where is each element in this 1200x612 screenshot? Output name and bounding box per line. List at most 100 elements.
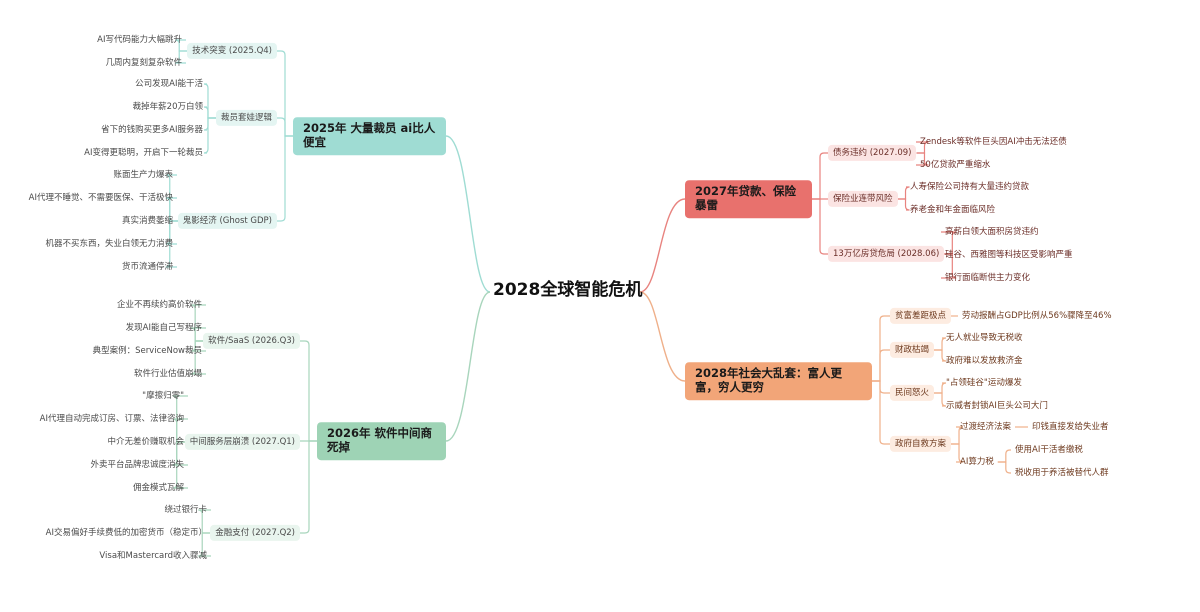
leaf-topic[interactable]: 劳动报酬占GDP比例从56%骤降至46% bbox=[962, 310, 1112, 321]
bracket-connector bbox=[934, 392, 947, 407]
leaf-topic[interactable]: 佣金模式瓦解 bbox=[132, 482, 184, 493]
bracket-connector bbox=[812, 152, 828, 200]
leaf-topic[interactable]: AI写代码能力大幅跳升 bbox=[97, 34, 182, 45]
bracket-connector bbox=[191, 304, 206, 342]
bracket-connector bbox=[951, 443, 964, 463]
bracket-connector bbox=[198, 509, 211, 534]
bracket-connector bbox=[203, 106, 216, 119]
bracket-connector bbox=[277, 117, 293, 137]
sub-topic[interactable]: 债务违约 (2027.09) bbox=[828, 144, 917, 162]
main-connector bbox=[639, 291, 686, 382]
leaf-topic[interactable]: Zendesk等软件巨头因AI冲击无法还债 bbox=[920, 136, 1067, 147]
bracket-connector bbox=[165, 197, 178, 222]
leaf-topic[interactable]: AI算力税 bbox=[960, 456, 994, 467]
leaf-topic[interactable]: 机器不买东西，失业白领无力消费 bbox=[45, 238, 173, 249]
bracket-connector bbox=[934, 382, 947, 394]
leaf-topic[interactable]: 使用AI干活者缴税 bbox=[1015, 444, 1083, 455]
bracket-connector bbox=[172, 418, 188, 443]
leaf-topic[interactable]: "占领硅谷"运动爆发 bbox=[946, 377, 1022, 388]
leaf-topic[interactable]: AI变得更聪明，开启下一轮裁员 bbox=[84, 147, 203, 158]
bracket-connector bbox=[941, 253, 957, 279]
bracket-connector bbox=[198, 532, 211, 557]
leaf-topic[interactable]: 示威者封锁AI巨头公司大门 bbox=[946, 400, 1048, 411]
bracket-connector bbox=[872, 380, 890, 445]
leaf-topic[interactable]: 真实消费萎缩 bbox=[121, 215, 173, 226]
bracket-connector bbox=[172, 441, 188, 489]
central-topic[interactable]: 2028全球智能危机 bbox=[493, 279, 643, 300]
bracket-connector bbox=[916, 141, 929, 154]
leaf-topic[interactable]: 无人就业导致无税收 bbox=[946, 332, 1023, 343]
branch-node[interactable]: 2028年社会大乱套：富人更富，穷人更穷 bbox=[685, 362, 872, 400]
sub-topic[interactable]: 民间怒火 bbox=[890, 384, 935, 402]
bracket-connector bbox=[941, 231, 957, 255]
bracket-connector bbox=[934, 349, 947, 362]
bracket-connector bbox=[203, 117, 216, 131]
leaf-topic[interactable]: 企业不再续约高价软件 bbox=[116, 299, 202, 310]
bracket-connector bbox=[997, 449, 1011, 463]
sub-topic[interactable]: 技术突变 (2025.Q4) bbox=[187, 42, 277, 60]
leaf-topic[interactable]: 几周内复刻复杂软件 bbox=[105, 57, 182, 68]
sub-topic[interactable]: 裁员套娃逻辑 bbox=[215, 109, 277, 127]
bracket-connector bbox=[203, 117, 216, 154]
sub-topic[interactable]: 保险业连带风险 bbox=[828, 190, 898, 208]
bracket-connector bbox=[175, 39, 188, 52]
main-connector bbox=[445, 135, 491, 293]
bracket-connector bbox=[277, 135, 293, 222]
bracket-connector bbox=[897, 186, 910, 200]
leaf-topic[interactable]: 银行面临断供主力变化 bbox=[945, 272, 1031, 283]
bracket-connector bbox=[934, 337, 947, 351]
branch-node[interactable]: 2027年贷款、保险暴雷 bbox=[685, 180, 812, 218]
sub-topic[interactable]: 贫富差距极点 bbox=[890, 307, 952, 325]
bracket-connector bbox=[872, 315, 890, 382]
sub-topic[interactable]: 金融支付 (2027.Q2) bbox=[210, 524, 300, 542]
leaf-topic[interactable]: 过渡经济法案 bbox=[960, 421, 1012, 432]
bracket-connector bbox=[172, 395, 188, 443]
leaf-topic[interactable]: 省下的钱购买更多AI服务器 bbox=[101, 124, 203, 135]
leaf-topic[interactable]: 50亿贷款严重缩水 bbox=[920, 159, 991, 170]
main-connector bbox=[445, 291, 491, 442]
leaf-topic[interactable]: AI交易偏好手续费低的加密货币（稳定币） bbox=[45, 527, 207, 538]
leaf-topic[interactable]: 印钱直接发给失业者 bbox=[1032, 421, 1109, 432]
leaf-topic[interactable]: 高薪白领大面积房贷违约 bbox=[945, 226, 1039, 237]
sub-topic[interactable]: 中间服务层崩溃 (2027.Q1) bbox=[184, 433, 300, 451]
branch-node[interactable]: 2026年 软件中间商死掉 bbox=[317, 422, 446, 460]
leaf-topic[interactable]: 裁掉年薪20万白领 bbox=[132, 101, 203, 112]
leaf-topic[interactable]: 公司发现AI能干活 bbox=[135, 78, 203, 89]
leaf-topic[interactable]: 养老金和年金面临风险 bbox=[910, 204, 996, 215]
bracket-connector bbox=[812, 198, 828, 255]
leaf-topic[interactable]: 货币流通停滞 bbox=[121, 261, 173, 272]
leaf-topic[interactable]: Visa和Mastercard收入骤减 bbox=[99, 550, 207, 561]
sub-topic[interactable]: 财政枯竭 bbox=[890, 341, 935, 359]
leaf-topic[interactable]: 账面生产力爆表 bbox=[113, 169, 173, 180]
leaf-topic[interactable]: 绕过银行卡 bbox=[164, 504, 207, 515]
leaf-topic[interactable]: 硅谷、西雅图等科技区受影响严重 bbox=[945, 249, 1073, 260]
bracket-connector bbox=[300, 440, 317, 534]
sub-topic[interactable]: 政府自救方案 bbox=[890, 435, 952, 453]
branch-node[interactable]: 2025年 大量裁员 ai比人便宜 bbox=[293, 117, 446, 155]
leaf-topic[interactable]: 税收用于养活被替代人群 bbox=[1015, 467, 1109, 478]
bracket-connector bbox=[997, 461, 1011, 474]
bracket-connector bbox=[872, 380, 890, 394]
leaf-topic[interactable]: 发现AI能自己写程序 bbox=[125, 322, 202, 333]
sub-topic[interactable]: 13万亿房贷危局 (2028.06) bbox=[828, 245, 945, 263]
leaf-topic[interactable]: 典型案例：ServiceNow裁员 bbox=[92, 345, 202, 356]
bracket-connector bbox=[916, 152, 929, 166]
bracket-connector bbox=[165, 174, 178, 222]
leaf-topic[interactable]: 软件行业估值崩塌 bbox=[133, 368, 202, 379]
bracket-connector bbox=[191, 340, 206, 375]
leaf-topic[interactable]: AI代理不睡觉、不需要医保、干活极快 bbox=[28, 192, 173, 203]
bracket-connector bbox=[872, 349, 890, 382]
leaf-topic[interactable]: 人寿保险公司持有大量违约贷款 bbox=[910, 181, 1030, 192]
sub-topic[interactable]: 软件/SaaS (2026.Q3) bbox=[203, 332, 300, 350]
bracket-connector bbox=[300, 340, 317, 442]
sub-topic[interactable]: 鬼影经济 (Ghost GDP) bbox=[177, 212, 277, 230]
leaf-topic[interactable]: 中介无差价赚取机会 bbox=[107, 436, 184, 447]
bracket-connector bbox=[165, 220, 178, 268]
leaf-topic[interactable]: AI代理自动完成订房、订票、法律咨询 bbox=[39, 413, 184, 424]
leaf-topic[interactable]: 政府难以发放救济金 bbox=[946, 355, 1023, 366]
leaf-topic[interactable]: 外卖平台品牌忠诚度消失 bbox=[90, 459, 184, 470]
leaf-topic[interactable]: "摩擦归零" bbox=[142, 390, 184, 401]
bracket-connector bbox=[897, 198, 910, 211]
bracket-connector bbox=[175, 50, 188, 64]
